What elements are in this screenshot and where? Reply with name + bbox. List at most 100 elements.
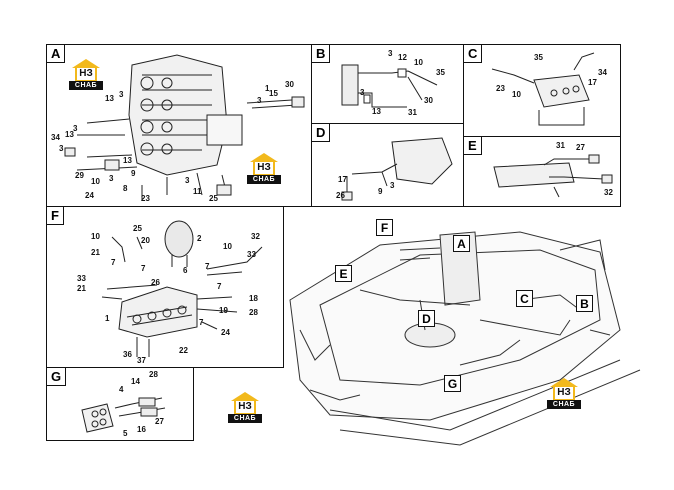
callout-number: 36 (123, 350, 132, 359)
brand-logo: НЗ СНАБ (247, 153, 281, 185)
callout-number: 3 (390, 181, 395, 190)
callout-number: 1 (265, 84, 270, 93)
callout-g: G (444, 375, 461, 392)
callout-e: E (335, 265, 352, 282)
panel-c-drawing (491, 52, 595, 126)
callout-number: 3 (59, 144, 64, 153)
callout-number: 17 (338, 175, 347, 184)
callout-b: B (576, 295, 593, 312)
panel-f-drawing (101, 220, 263, 357)
brand-logo: НЗ СНАБ (547, 378, 581, 410)
callout-number: 13 (372, 107, 381, 116)
callout-number: 16 (137, 425, 146, 434)
callout-number: 3 (119, 90, 124, 99)
callout-c: C (516, 290, 533, 307)
panel-b-drawing (341, 64, 438, 108)
callout-d: D (418, 310, 435, 327)
callout-number: 3 (257, 96, 262, 105)
callout-number: 28 (149, 370, 158, 379)
panel-b: B 3 12 10 35 3 30 13 31 (311, 44, 464, 124)
callout-number: 9 (378, 187, 383, 196)
callout-number: 13 (65, 130, 74, 139)
panel-d-drawing (341, 137, 453, 201)
callout-number: 31 (408, 108, 417, 117)
panel-a-label: A (47, 45, 66, 63)
callout-number: 30 (285, 80, 294, 89)
logo-mark: НЗ (555, 387, 573, 399)
callout-number: 33 (77, 274, 86, 283)
callout-number: 11 (193, 187, 202, 196)
panel-a-drawing (64, 54, 305, 200)
logo-text: СНАБ (69, 81, 103, 90)
callout-number: 35 (534, 53, 543, 62)
callout-number: 3 (360, 88, 365, 97)
callout-number: 23 (496, 84, 505, 93)
callout-number: 13 (123, 156, 132, 165)
callout-number: 3 (109, 174, 114, 183)
logo-mark: НЗ (77, 68, 95, 80)
callout-number: 12 (398, 53, 407, 62)
callout-number: 26 (336, 191, 345, 200)
callout-number: 26 (151, 278, 160, 287)
callout-number: 14 (131, 377, 140, 386)
panel-d: D 17 9 3 26 (311, 123, 464, 207)
callout-number: 9 (131, 169, 136, 178)
callout-number: 24 (85, 191, 94, 200)
callout-number: 6 (183, 266, 188, 275)
panel-c-label: C (464, 45, 483, 63)
callout-number: 24 (221, 328, 230, 337)
callout-number: 1 (105, 314, 110, 323)
callout-number: 27 (155, 417, 164, 426)
logo-text: СНАБ (547, 400, 581, 409)
callout-number: 10 (91, 177, 100, 186)
callout-number: 7 (111, 258, 116, 267)
callout-number: 7 (141, 264, 146, 273)
panel-e-drawing (493, 154, 613, 198)
callout-number: 7 (205, 262, 210, 271)
callout-number: 15 (269, 89, 278, 98)
callout-number: 10 (414, 58, 423, 67)
panel-g-drawing (81, 397, 166, 433)
panel-g-label: G (47, 368, 67, 386)
callout-number: 28 (249, 308, 258, 317)
brand-logo: НЗ СНАБ (69, 59, 103, 91)
panel-f-label: F (47, 207, 64, 225)
callout-number: 13 (105, 94, 114, 103)
callout-number: 17 (588, 78, 597, 87)
callout-number: 29 (75, 171, 84, 180)
callout-number: 19 (219, 306, 228, 315)
logo-text: СНАБ (228, 414, 262, 423)
callout-number: 23 (141, 194, 150, 203)
callout-number: 25 (209, 194, 218, 203)
logo-mark: НЗ (255, 162, 273, 174)
callout-number: 7 (199, 318, 204, 327)
panel-e-label: E (464, 137, 482, 155)
panel-c: C 35 34 23 10 17 (463, 44, 621, 137)
callout-number: 10 (512, 90, 521, 99)
callout-number: 21 (91, 248, 100, 257)
callout-number: 34 (51, 133, 60, 142)
callout-number: 5 (123, 429, 128, 438)
panel-a: A 13 3 1 3 15 30 34 13 3 3 13 29 10 3 8 … (46, 44, 312, 207)
callout-number: 33 (247, 250, 256, 259)
callout-number: 25 (133, 224, 142, 233)
callout-number: 32 (251, 232, 260, 241)
panel-b-label: B (312, 45, 331, 63)
callout-number: 3 (73, 124, 78, 133)
callout-number: 8 (123, 184, 128, 193)
callout-number: 30 (424, 96, 433, 105)
callout-number: 10 (223, 242, 232, 251)
callout-number: 21 (77, 284, 86, 293)
panel-g: G 28 4 14 5 27 16 (46, 367, 194, 441)
callout-number: 22 (179, 346, 188, 355)
panel-e: E 31 27 32 (463, 136, 621, 207)
callout-number: 4 (119, 385, 124, 394)
callout-a: A (453, 235, 470, 252)
callout-number: 32 (604, 188, 613, 197)
callout-number: 27 (576, 143, 585, 152)
callout-number: 31 (556, 141, 565, 150)
callout-number: 20 (141, 236, 150, 245)
callout-number: 3 (185, 176, 190, 185)
callout-number: 3 (388, 49, 393, 58)
callout-f: F (376, 219, 393, 236)
